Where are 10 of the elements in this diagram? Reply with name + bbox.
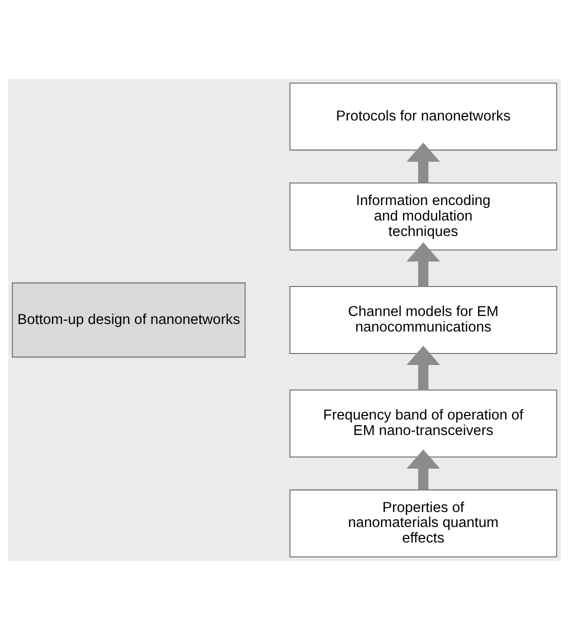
node-box: Protocols for nanonetworks — [289, 82, 558, 151]
arrow — [406, 346, 440, 390]
node-box: Properties of nanomaterials quantum effects — [289, 489, 558, 558]
arrow — [406, 142, 440, 183]
node-box: Channel models for EM nanocommunications — [289, 286, 558, 354]
arrow — [406, 242, 440, 286]
arrow — [406, 449, 440, 490]
node-box: Bottom-up design of nanonetworks — [12, 282, 246, 358]
node-box: Frequency band of operation of EM nano-transceivers — [289, 390, 558, 458]
node-box: Information encoding and modulation techniques — [289, 182, 558, 250]
